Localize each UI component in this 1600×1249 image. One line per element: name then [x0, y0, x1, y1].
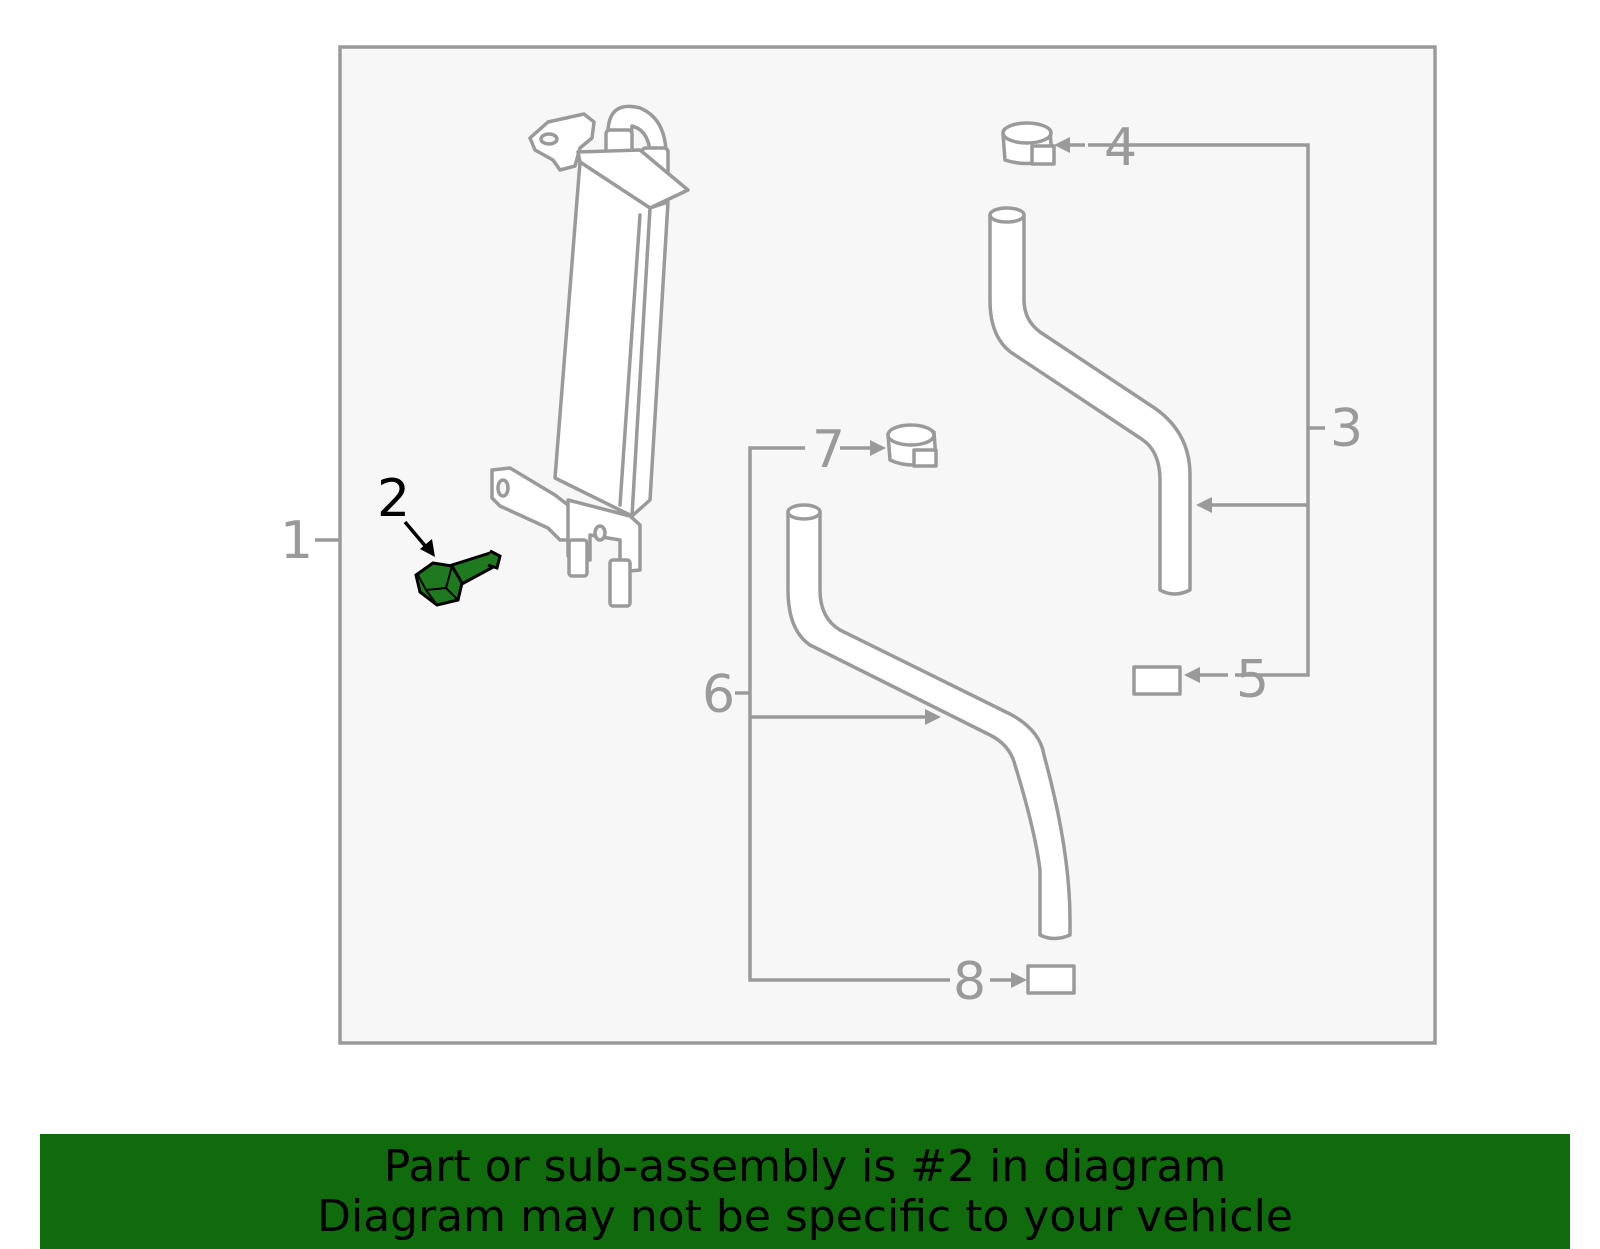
- tag-part-8[interactable]: [1026, 964, 1076, 995]
- clamp-part-7[interactable]: [886, 423, 938, 468]
- callout-5: 5: [1236, 650, 1269, 710]
- hose-part-6[interactable]: [786, 503, 1072, 941]
- info-banner: Part or sub-assembly is #2 in diagram Di…: [40, 1134, 1570, 1249]
- callout-3: 3: [1330, 399, 1363, 459]
- banner-line-1: Part or sub-assembly is #2 in diagram: [383, 1140, 1227, 1192]
- hose-part-3[interactable]: [988, 206, 1192, 596]
- callout-2: 2: [377, 469, 410, 529]
- callout-6: 6: [702, 665, 735, 725]
- tag-part-5[interactable]: [1132, 665, 1182, 696]
- callout-4: 4: [1104, 118, 1137, 178]
- oil-cooler-part-1[interactable]: [490, 104, 690, 608]
- callout-7: 7: [812, 420, 845, 480]
- callout-1: 1: [280, 511, 313, 571]
- arrowheads: [420, 137, 1212, 988]
- bolt-part-2[interactable]: [414, 549, 502, 607]
- diagram-panel: [338, 45, 1437, 1045]
- banner-line-2: Diagram may not be specific to your vehi…: [317, 1190, 1293, 1242]
- callout-8: 8: [953, 952, 986, 1012]
- leader-lines: [315, 143, 1325, 982]
- clamp-part-4[interactable]: [1001, 121, 1056, 166]
